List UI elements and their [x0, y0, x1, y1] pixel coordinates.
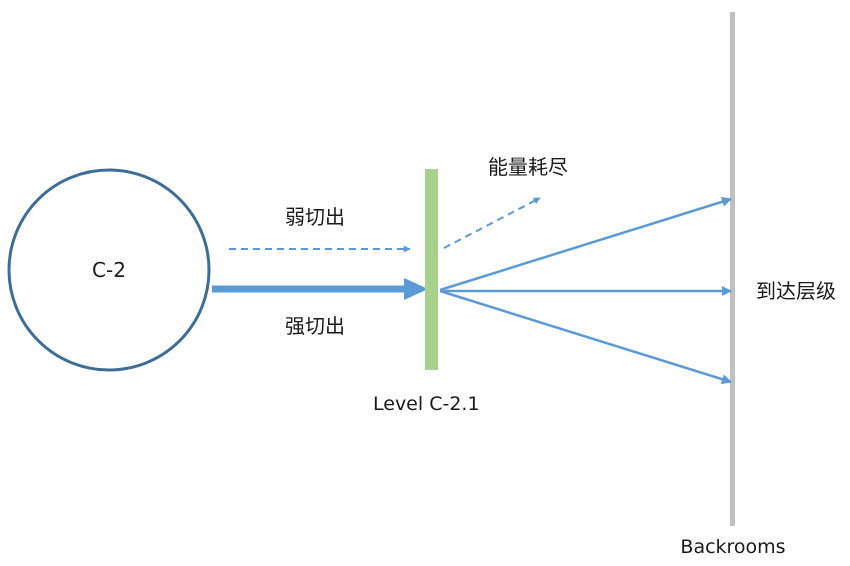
strong-exit-arrow-head	[404, 278, 428, 300]
fan-arrow-upper	[439, 196, 732, 292]
exhausted-arrow	[443, 197, 541, 249]
fan-arrow-lower	[439, 289, 732, 385]
weak-exit-label: 弱切出	[285, 205, 345, 229]
strong-exit-label: 强切出	[285, 314, 345, 338]
arrival-label: 到达层级	[756, 279, 836, 303]
source-circle-label: C-2	[92, 258, 126, 282]
level-barrier-label: Level C-2.1	[373, 393, 480, 415]
backrooms-wall	[730, 12, 735, 526]
level-barrier	[425, 169, 438, 370]
backrooms-label: Backrooms	[680, 536, 785, 558]
exhausted-label: 能量耗尽	[488, 155, 568, 179]
source-circle	[7, 168, 211, 372]
